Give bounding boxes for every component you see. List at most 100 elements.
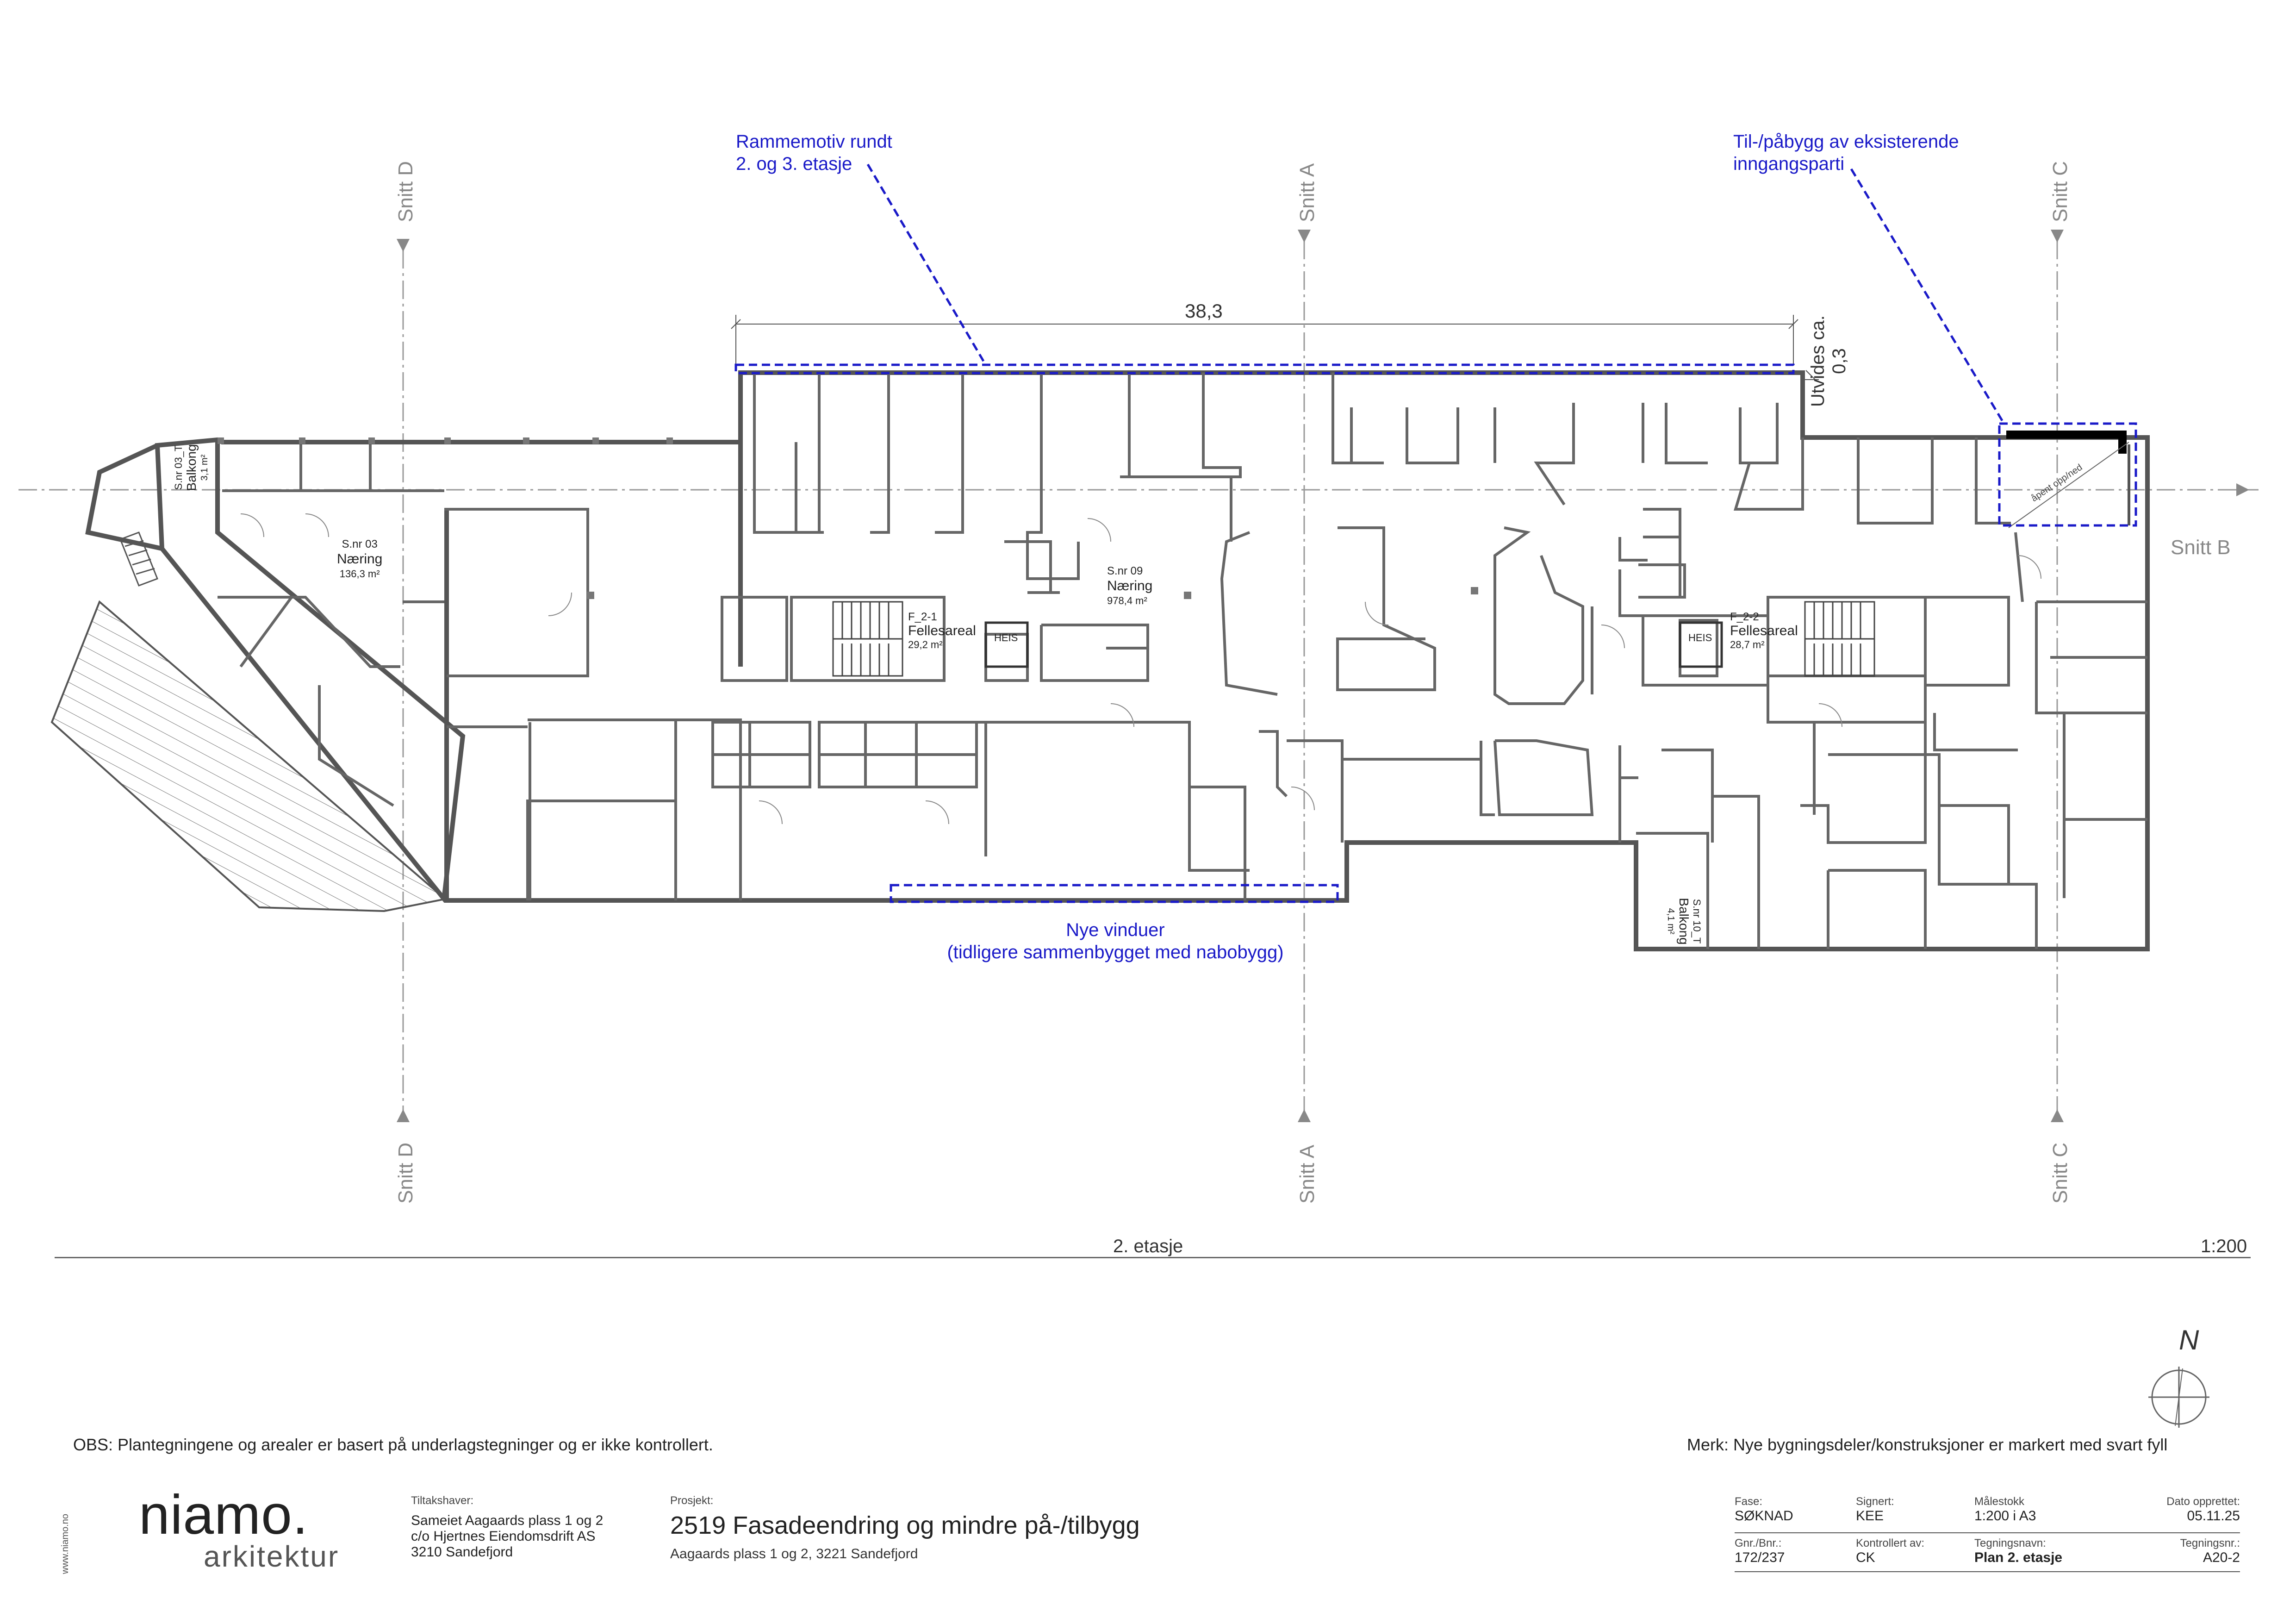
expand-value: 0,3 (1829, 348, 1849, 374)
tb-divider (1735, 1571, 2240, 1572)
inner-walls (218, 373, 2147, 949)
annotation-line: inngangsparti (1733, 154, 1845, 174)
client-block: Tiltakshaver: Sameiet Aagaards plass 1 o… (411, 1494, 603, 1560)
checked-value: CK (1856, 1550, 1875, 1565)
client-label: Tiltakshaver: (411, 1494, 474, 1507)
annotation-line: 2. og 3. etasje (736, 154, 852, 174)
north-arrow-icon (2148, 1367, 2209, 1428)
section-label-c-top: Snitt C (2049, 161, 2072, 222)
project-address: Aagaards plass 1 og 2, 3221 Sandefjord (670, 1546, 918, 1562)
website-vertical: www.niamo.no (60, 1513, 70, 1574)
fase-cell: Fase: SØKNAD (1735, 1495, 1793, 1524)
floor-title: 2. etasje (1113, 1236, 1183, 1256)
project-label: Prosjekt: (670, 1494, 714, 1507)
room-label-03: S.nr 03 Næring 136,3 m² (337, 537, 382, 581)
north-label: N (2179, 1324, 2199, 1355)
new-construction (2006, 431, 2130, 528)
room-label-f21: F_2-1 Fellesareal 29,2 m² (908, 610, 976, 652)
lift-label-1: HEIS (994, 632, 1018, 643)
checked-label: Kontrollert av: (1856, 1537, 1925, 1549)
gnr-value: 172/237 (1735, 1550, 1785, 1565)
project-title: 2519 Fasadeendring og mindre på-/tilbygg (670, 1512, 1140, 1539)
room-number: S.nr 09 (1107, 565, 1143, 577)
dimension-line (731, 315, 1819, 380)
title-block-grid: Fase: SØKNAD Signert: KEE Målestokk 1:20… (1735, 1495, 2240, 1579)
room-name: Fellesareal (1730, 623, 1798, 638)
fase-label: Fase: (1735, 1495, 1763, 1508)
annotation-line: (tidligere sammenbygget med nabobygg) (947, 942, 1284, 962)
annotation-frame-top: Rammemotiv rundt 2. og 3. etasje (736, 131, 892, 175)
logo: niamo. arkitektur (139, 1484, 340, 1573)
expand-label: Utvides ca. (1808, 315, 1828, 407)
date-cell: Dato opprettet: 05.11.25 (2166, 1495, 2240, 1524)
room-label-f22: F_2-2 Fellesareal 28,7 m² (1730, 610, 1798, 652)
room-area: 4,1 m² (1666, 908, 1676, 935)
expand-note: Utvides ca. 0,3 (1807, 315, 1850, 407)
date-label: Dato opprettet: (2166, 1495, 2240, 1508)
client-line: Sameiet Aagaards plass 1 og 2 (411, 1513, 604, 1528)
dimension-value: 38,3 (1185, 300, 1223, 322)
room-number: F_2-2 (1730, 611, 1759, 623)
terrace-hatch (50, 600, 448, 912)
door-swings (240, 513, 2041, 824)
section-label-d-top: Snitt D (394, 161, 417, 222)
columns (218, 437, 1478, 599)
dwgname-cell: Tegningsnavn: Plan 2. etasje (1974, 1537, 2062, 1566)
room-name: Balkong (1677, 898, 1691, 945)
dwgno-label: Tegningsnr.: (2180, 1537, 2240, 1549)
signed-value: KEE (1856, 1508, 1884, 1524)
section-label-b: Snitt B (2171, 536, 2231, 559)
room-name: Næring (337, 551, 383, 567)
date-value: 05.11.25 (2187, 1508, 2240, 1524)
section-markers (397, 230, 2249, 1122)
annotation-frames (734, 163, 2137, 903)
lift-shafts (984, 621, 1723, 668)
room-label-balc03: S.nr 03_T Balkong 3,1 m² (172, 435, 211, 500)
annotation-addition: Til-/påbygg av eksisterende inngangspart… (1733, 131, 1959, 175)
dwgno-value: A20-2 (2203, 1550, 2240, 1565)
client-line: 3210 Sandefjord (411, 1544, 513, 1560)
dwgname-label: Tegningsnavn: (1974, 1537, 2046, 1549)
dwgno-cell: Tegningsnr.: A20-2 (2180, 1537, 2240, 1566)
section-label-d-bottom: Snitt D (394, 1142, 417, 1204)
client-line: c/o Hjertnes Eiendomsdrift AS (411, 1529, 596, 1544)
gnr-cell: Gnr./Bnr.: 172/237 (1735, 1537, 1785, 1566)
scale-label: Målestokk (1974, 1495, 2025, 1508)
room-number: S.nr 03_T (173, 445, 184, 490)
signed-cell: Signert: KEE (1856, 1495, 1894, 1524)
section-label-a-bottom: Snitt A (1296, 1144, 1319, 1204)
room-area: 3,1 m² (199, 454, 210, 481)
drawing-baseline (55, 1257, 2251, 1258)
annotation-line: Rammemotiv rundt (736, 131, 892, 152)
lift-label-2: HEIS (1688, 632, 1712, 643)
merk-note: Merk: Nye bygningsdeler/konstruksjoner e… (1687, 1435, 2168, 1454)
room-number: S.nr 03 (342, 538, 378, 550)
room-label-balc10: S.nr 10_T Balkong 4,1 m² (1664, 889, 1703, 954)
gnr-label: Gnr./Bnr.: (1735, 1537, 1782, 1549)
annotation-line: Til-/påbygg av eksisterende (1733, 131, 1959, 152)
stair-f21 (832, 601, 903, 677)
checked-cell: Kontrollert av: CK (1856, 1537, 1924, 1566)
fase-value: SØKNAD (1735, 1508, 1793, 1524)
room-name: Balkong (184, 444, 199, 491)
room-area: 29,2 m² (908, 639, 943, 650)
room-label-09: S.nr 09 Næring 978,4 m² (1107, 564, 1152, 608)
room-name: Næring (1107, 578, 1153, 593)
dwgname-value: Plan 2. etasje (1974, 1550, 2063, 1565)
signed-label: Signert: (1856, 1495, 1894, 1508)
west-stair (119, 531, 158, 587)
logo-name: niamo. (139, 1484, 309, 1546)
obs-note: OBS: Plantegningene og arealer er basert… (73, 1435, 713, 1454)
logo-sub: arkitektur (204, 1540, 340, 1573)
annotation-line: Nye vinduer (1066, 920, 1165, 940)
section-label-c-bottom: Snitt C (2049, 1142, 2072, 1204)
room-area: 136,3 m² (339, 568, 380, 580)
scale-cell: Målestokk 1:200 i A3 (1974, 1495, 2036, 1524)
room-number: F_2-1 (908, 611, 937, 623)
annotation-windows: Nye vinduer (tidligere sammenbygget med … (893, 919, 1338, 963)
room-number: S.nr 10_T (1691, 899, 1703, 944)
room-area: 978,4 m² (1107, 595, 1147, 606)
room-name: Fellesareal (908, 623, 976, 638)
stair-f22 (1804, 601, 1875, 677)
